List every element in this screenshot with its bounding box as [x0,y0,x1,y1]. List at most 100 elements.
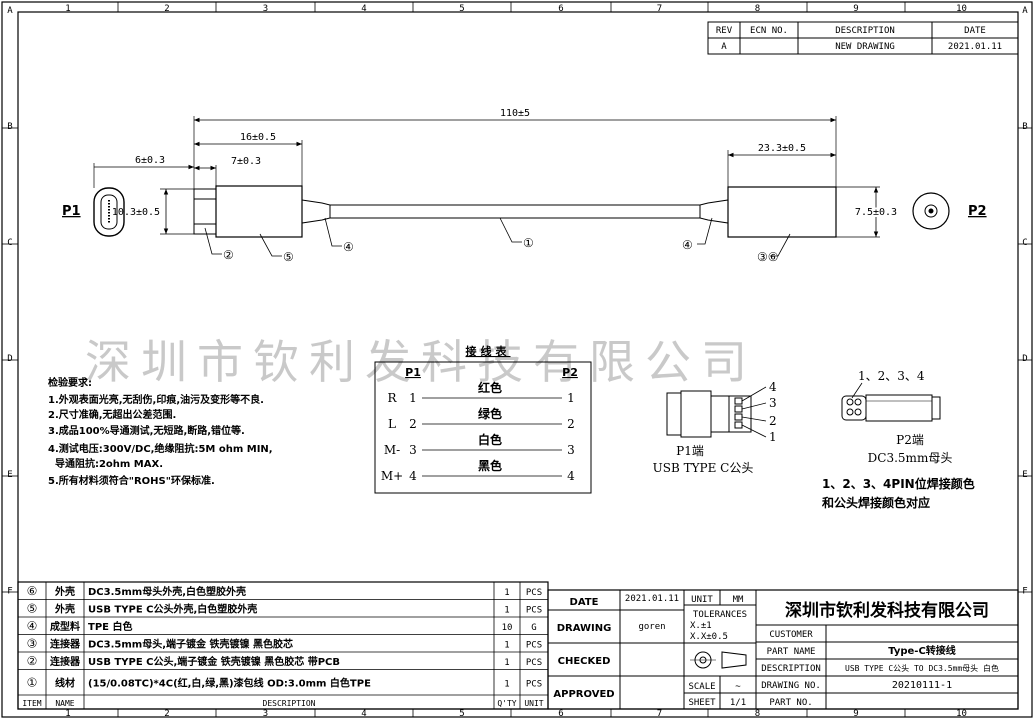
tolerance-1: X.±1 [690,621,712,631]
p1-strain-relief [301,199,331,224]
desc-value: NEW DRAWING [835,42,895,52]
p2-note-1: 1、2、3、4PIN位焊接颜色 [822,476,975,491]
grid-col-top: 7 [657,4,662,14]
bom-item: ④ [27,619,38,633]
dim-total-length: 110±5 [500,108,530,119]
grid-col-top: 4 [361,4,366,14]
date-label: DATE [570,597,599,608]
part-name-label: PART NAME [767,647,816,657]
scale-label: SCALE [688,682,715,692]
drawing-value: goren [638,622,665,632]
wiring-signal: L [388,417,396,431]
wiring-color: 绿色 [478,406,502,421]
p1-pin-4: 4 [769,380,777,394]
p2-pins-label: 1、2、3、4 [858,369,925,383]
p1-pad-4 [734,397,743,405]
bom-name: 连接器 [50,637,81,650]
grid-col-bottom: 8 [755,709,760,719]
p2-detail [841,382,941,422]
grid-row-left: C [7,238,12,248]
p1-pad-3 [734,405,743,413]
p1-pin-2: 2 [769,414,777,428]
bom-description: DC3.5mm母头,端子镀金 铁壳镀镍 黑色胶芯 [88,637,293,650]
bom-item: ① [27,675,38,689]
p2-caption: P2端 [896,433,924,447]
p1-plug-metal [193,188,217,235]
drawing-label: DRAWING [557,623,612,634]
wiring-p1-pin: 3 [409,443,417,457]
grid-row-right: F [1022,587,1027,597]
date-header: DATE [964,26,986,36]
bom-item: ⑤ [27,601,38,615]
grid-col-top: 2 [164,4,169,14]
bom-name: 外壳 [54,602,75,615]
bom-header-qty: Q'TY [497,699,516,708]
p2-strain-relief [699,199,729,224]
dim-p1-plug: 6±0.3 [135,155,165,166]
grid-row-left: B [7,122,12,132]
unit-label: UNIT [691,595,713,605]
grid-col-bottom: 7 [657,709,662,719]
p1-detail [666,386,767,438]
checked-label: CHECKED [558,656,611,667]
grid-row-left: F [7,587,12,597]
grid-row-left: D [7,354,12,364]
part-no-label: PART NO. [769,698,812,708]
bom-name: 外壳 [54,585,75,598]
p2-label: P2 [968,204,987,219]
callout-4-left: ④ [343,240,354,254]
drawing-no-label: DRAWING NO. [761,681,821,691]
p1-face-outline [93,187,125,237]
grid-col-top: 8 [755,4,760,14]
grid-col-top: 9 [853,4,858,14]
grid-col-top: 1 [65,4,70,14]
description-value: USB TYPE C公头 TO DC3.5mm母头 白色 [845,663,999,673]
cable-drawing [93,116,950,257]
bom-header-item: ITEM [22,699,41,708]
wiring-signal: M- [384,443,400,457]
grid-col-bottom: 9 [853,709,858,719]
grid-col-bottom: 1 [65,709,70,719]
bom-unit: PCS [526,658,542,668]
grid-row-right: E [1022,470,1027,480]
grid-col-bottom: 10 [956,709,967,719]
p2-shell [727,186,837,238]
ecn-header: ECN NO. [750,26,788,36]
dim-p1-height: 10.3±0.5 [112,207,160,218]
bom-qty: 10 [502,623,513,633]
callout-4-right: ④ [682,238,693,252]
grid-col-bottom: 6 [558,709,563,719]
wiring-p2-pin: 3 [567,443,575,457]
p2-face-inner [924,204,938,218]
scale-value: ~ [735,682,741,692]
wiring-p1-pin: 2 [409,417,417,431]
unit-value: MM [733,595,744,605]
grid-row-right: A [1022,6,1028,16]
bom-item: ⑥ [27,584,38,598]
company-name: 深圳市钦利发科技有限公司 [785,600,989,621]
tolerance-2: X.X±0.5 [690,632,728,642]
p1-pin-3: 3 [769,396,777,410]
requirement-4b: 导通阻抗:2ohm MAX. [48,457,163,470]
p1-shell [215,185,303,238]
grid-col-top: 5 [459,4,464,14]
p2-caption-type: DC3.5mm母头 [868,451,953,465]
callout-3-6: ③⑥ [757,250,779,264]
bom-name: 连接器 [50,655,81,668]
p2-face-outer [912,192,950,230]
customer-label: CUSTOMER [769,630,813,640]
drawing-no-value: 20210111-1 [892,680,952,691]
grid-row-left: E [7,470,12,480]
bom-qty: 1 [504,640,509,650]
wiring-p2-pin: 2 [567,417,575,431]
callout-2: ② [223,248,234,262]
wiring-p2-pin: 1 [567,391,575,405]
requirement-4: 4.测试电压:300V/DC,绝缘阻抗:5M ohm MIN, [48,442,273,455]
approved-label: APPROVED [553,689,614,700]
date-value: 2021.01.11 [948,42,1002,52]
bom-name: 线材 [55,676,75,689]
